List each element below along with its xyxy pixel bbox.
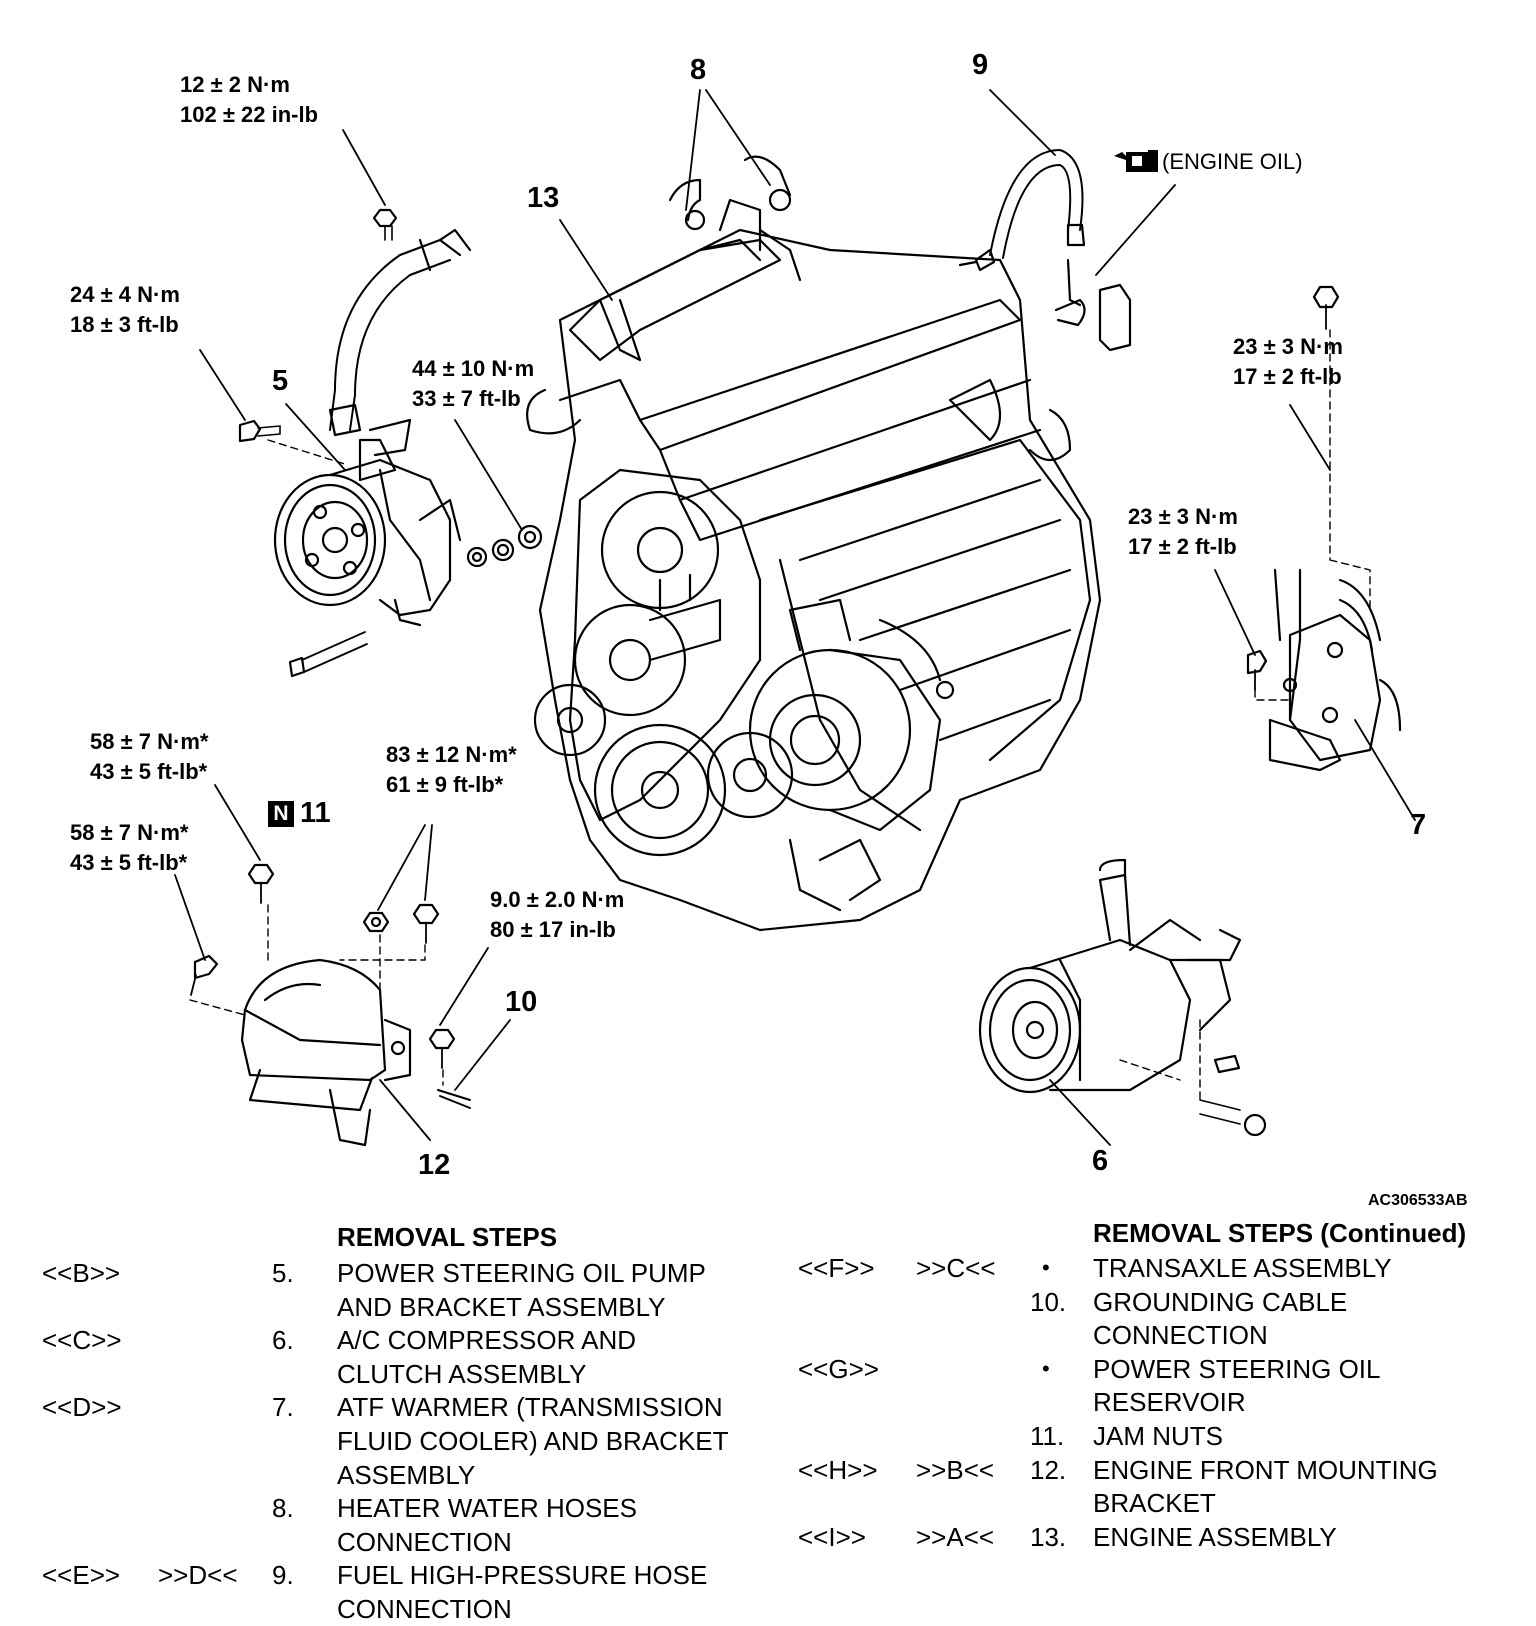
step-reference-code: >>A<< [916, 1521, 995, 1552]
callout-10: 10 [505, 986, 538, 1018]
removal-steps-title: REMOVAL STEPS [337, 1222, 558, 1252]
torque-imperial: 17 ± 2 ft-lb [1128, 534, 1237, 559]
callout-5: 5 [272, 365, 289, 397]
step-description: BRACKET [1093, 1488, 1216, 1519]
leader-lines [174, 89, 1416, 1146]
callout-8: 8 [690, 54, 707, 86]
oil-can-icon [1114, 150, 1158, 172]
torque-nm: 12 ± 2 N·m [180, 72, 290, 97]
torque-spec-mount-b: 58 ± 7 N·m* 43 ± 5 ft-lb* [70, 818, 188, 878]
torque-spec-mount-a: 58 ± 7 N·m* 43 ± 5 ft-lb* [90, 727, 208, 787]
step-number: 5. [272, 1258, 294, 1288]
step-bullet: • [1042, 1355, 1050, 1381]
step-description: RESERVOIR [1093, 1387, 1246, 1418]
step-description: CONNECTION [337, 1526, 512, 1557]
torque-nm: 9.0 ± 2.0 N·m [490, 887, 625, 912]
step-procedure-code: <<C>> [42, 1325, 122, 1356]
torque-imperial: 43 ± 5 ft-lb* [90, 759, 208, 784]
removal-steps-title-continued: REMOVAL STEPS (Continued) [1093, 1218, 1467, 1248]
step-procedure-code: <<H>> [798, 1454, 878, 1485]
step-number: 11. [1030, 1421, 1065, 1451]
step-bullet: • [1042, 1255, 1050, 1280]
step-description: TRANSAXLE ASSEMBLY [1093, 1253, 1392, 1283]
step-reference-code: >>B<< [916, 1454, 995, 1485]
step-reference-code: >>C<< [916, 1253, 996, 1283]
torque-spec-pump-left: 24 ± 4 N·m 18 ± 3 ft-lb [70, 280, 180, 340]
engine-oil-label: (ENGINE OIL) [1162, 149, 1303, 174]
step-description: CLUTCH ASSEMBLY [337, 1358, 587, 1389]
torque-nm: 23 ± 3 N·m [1128, 504, 1238, 529]
step-number: 10. [1030, 1286, 1067, 1317]
step-description: FLUID COOLER) AND BRACKET [337, 1426, 729, 1456]
step-reference-code: >>D<< [158, 1560, 238, 1591]
torque-imperial: 33 ± 7 ft-lb [412, 386, 521, 411]
torque-nm: 44 ± 10 N·m [412, 356, 535, 381]
step-description: AND BRACKET ASSEMBLY [337, 1291, 666, 1322]
torque-spec-pump-top: 12 ± 2 N·m 102 ± 22 in-lb [180, 70, 318, 130]
step-description: HEATER WATER HOSES [337, 1493, 637, 1524]
callout-13: 13 [527, 182, 560, 214]
callout-12: 12 [418, 1149, 451, 1181]
step-number: 13. [1030, 1521, 1067, 1552]
step-description: JAM NUTS [1093, 1421, 1223, 1451]
torque-spec-pump-nuts: 44 ± 10 N·m 33 ± 7 ft-lb [412, 354, 534, 414]
torque-spec-atf-side: 23 ± 3 N·m 17 ± 2 ft-lb [1128, 502, 1238, 562]
torque-imperial: 61 ± 9 ft-lb* [386, 772, 504, 797]
step-number: 12. [1030, 1454, 1067, 1485]
callout-7: 7 [1410, 809, 1427, 841]
step-description: A/C COMPRESSOR AND [337, 1325, 637, 1356]
power-steering-pump-drawing [238, 208, 543, 678]
step-description: POWER STEERING OIL PUMP [337, 1258, 706, 1288]
step-procedure-code: <<I>> [798, 1521, 866, 1552]
torque-imperial: 80 ± 17 in-lb [490, 917, 616, 942]
callout-6: 6 [1092, 1145, 1109, 1177]
torque-nm: 58 ± 7 N·m* [70, 820, 189, 845]
step-number: 7. [272, 1392, 294, 1423]
step-procedure-code: <<F>> [798, 1253, 875, 1283]
step-description: ATF WARMER (TRANSMISSION [337, 1392, 723, 1423]
step-procedure-code: <<B>> [42, 1258, 121, 1288]
fuel-high-pressure-hose-drawing [958, 149, 1132, 352]
step-description: POWER STEERING OIL [1093, 1353, 1381, 1384]
torque-imperial: 18 ± 3 ft-lb [70, 312, 179, 337]
torque-nm: 24 ± 4 N·m [70, 282, 180, 307]
new-part-badge: N [268, 801, 294, 827]
engine-assembly-drawing [526, 198, 1102, 932]
heater-water-hoses-drawing [668, 155, 792, 231]
step-description: ENGINE ASSEMBLY [1093, 1521, 1337, 1552]
torque-spec-atf-top: 23 ± 3 N·m 17 ± 2 ft-lb [1233, 332, 1343, 392]
torque-nm: 83 ± 12 N·m* [386, 742, 517, 767]
atf-warmer-drawing [1246, 285, 1402, 772]
torque-nm: 58 ± 7 N·m* [90, 729, 209, 754]
step-procedure-code: <<D>> [42, 1392, 122, 1423]
step-description: CONNECTION [337, 1594, 512, 1624]
torque-imperial: 17 ± 2 ft-lb [1233, 364, 1342, 389]
step-number: 9. [272, 1560, 294, 1591]
torque-nm: 23 ± 3 N·m [1233, 334, 1343, 359]
engine-front-mounting-bracket-drawing [189, 863, 471, 1147]
step-number: 6. [272, 1325, 294, 1356]
callout-9: 9 [972, 49, 989, 81]
step-description: ASSEMBLY [337, 1459, 476, 1490]
step-procedure-code: <<E>> [42, 1560, 121, 1591]
torque-imperial: 102 ± 22 in-lb [180, 102, 319, 127]
torque-imperial: 43 ± 5 ft-lb* [70, 850, 188, 875]
ac-compressor-drawing [978, 858, 1267, 1137]
step-description: CONNECTION [1093, 1320, 1268, 1351]
step-description: FUEL HIGH-PRESSURE HOSE [337, 1560, 708, 1591]
figure-id: AC306533AB [1368, 1192, 1468, 1209]
torque-spec-mount-c: 83 ± 12 N·m* 61 ± 9 ft-lb* [386, 740, 517, 800]
step-description: GROUNDING CABLE [1093, 1286, 1348, 1317]
torque-spec-ground: 9.0 ± 2.0 N·m 80 ± 17 in-lb [490, 885, 624, 945]
step-description: ENGINE FRONT MOUNTING [1093, 1454, 1438, 1485]
step-procedure-code: <<G>> [798, 1353, 879, 1384]
callout-11: 11 [300, 797, 331, 829]
step-number: 8. [272, 1493, 294, 1524]
